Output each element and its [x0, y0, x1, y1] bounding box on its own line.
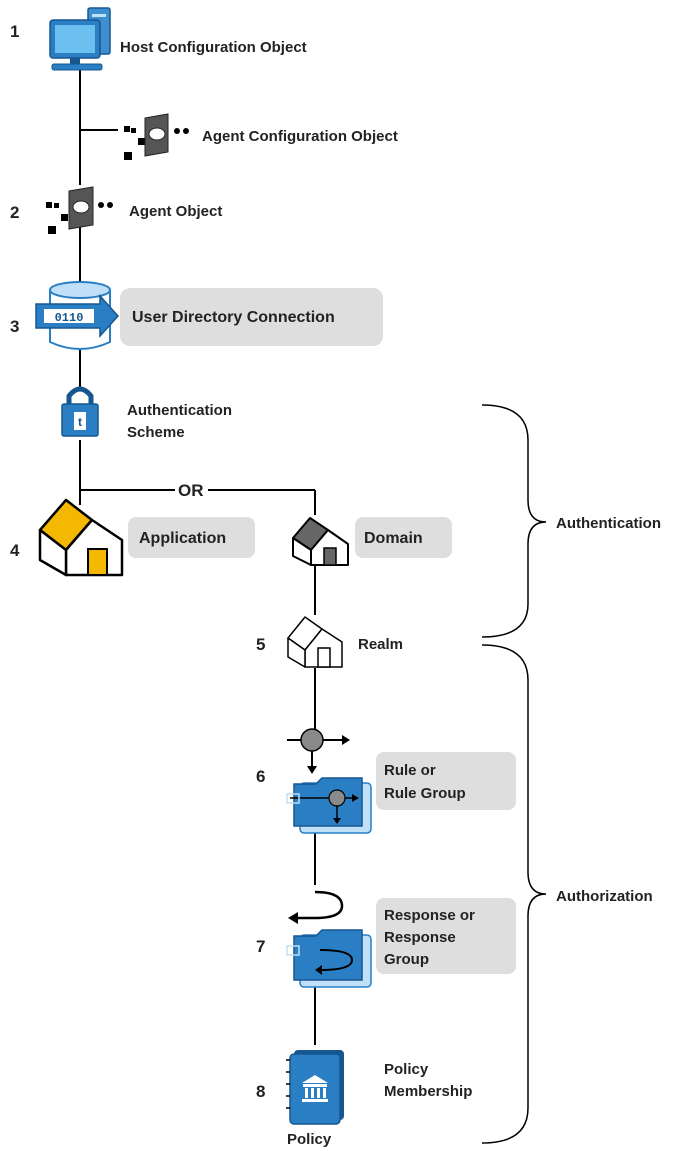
authorization-bracket-label: Authorization — [556, 888, 653, 905]
rule-label-line2: Rule Group — [384, 785, 466, 802]
rule-folder-icon — [286, 777, 372, 834]
domain-box — [355, 517, 452, 558]
application-label: Application — [139, 530, 226, 547]
step-number-7: 7 — [256, 937, 265, 956]
rule-box — [376, 752, 516, 810]
svg-text:t: t — [78, 415, 82, 429]
computer-icon — [49, 7, 111, 71]
lock-icon: t — [61, 386, 99, 437]
step-number-8: 8 — [256, 1082, 265, 1101]
agent-object-label: Agent Object — [129, 203, 222, 220]
rule-icon — [287, 728, 350, 774]
step-number-5: 5 — [256, 635, 265, 654]
domain-label: Domain — [364, 530, 423, 547]
policy-label: Policy — [287, 1131, 332, 1148]
response-label-line3: Group — [384, 951, 429, 968]
application-house-icon — [38, 498, 124, 577]
step-number-2: 2 — [10, 203, 19, 222]
agent-configuration-label: Agent Configuration Object — [202, 128, 398, 145]
rule-label-line1: Rule or — [384, 762, 436, 779]
response-folder-icon — [286, 929, 372, 988]
or-label: OR — [178, 481, 204, 500]
user-directory-label: User Directory Connection — [132, 309, 335, 326]
policy-membership-label-line2: Membership — [384, 1083, 472, 1100]
authentication-bracket-label: Authentication — [556, 515, 661, 532]
database-connection-icon: 0110 — [35, 281, 120, 350]
authentication-scheme-label-line2: Scheme — [127, 424, 185, 441]
agent-icon — [124, 113, 189, 160]
domain-house-icon — [292, 517, 349, 566]
response-box — [376, 898, 516, 974]
host-configuration-label: Host Configuration Object — [120, 39, 307, 56]
step-number-3: 3 — [10, 317, 19, 336]
application-box — [128, 517, 255, 558]
step-number-4: 4 — [10, 541, 20, 560]
realm-label: Realm — [358, 636, 403, 653]
authorization-bracket — [481, 644, 547, 1144]
response-return-arrow-icon — [288, 890, 344, 924]
step-number-6: 6 — [256, 767, 265, 786]
realm-house-icon — [287, 616, 343, 668]
agent-icon — [46, 186, 113, 234]
svg-text:0110: 0110 — [55, 311, 84, 325]
authentication-bracket — [481, 404, 547, 638]
user-directory-box — [120, 288, 383, 346]
connector-lines — [79, 70, 316, 1045]
authentication-scheme-label-line1: Authentication — [127, 402, 232, 419]
policy-membership-label-line1: Policy — [384, 1061, 429, 1078]
response-label-line2: Response — [384, 929, 456, 946]
policy-book-icon — [286, 1050, 344, 1125]
response-label-line1: Response or — [384, 907, 475, 924]
step-number-1: 1 — [10, 22, 19, 41]
